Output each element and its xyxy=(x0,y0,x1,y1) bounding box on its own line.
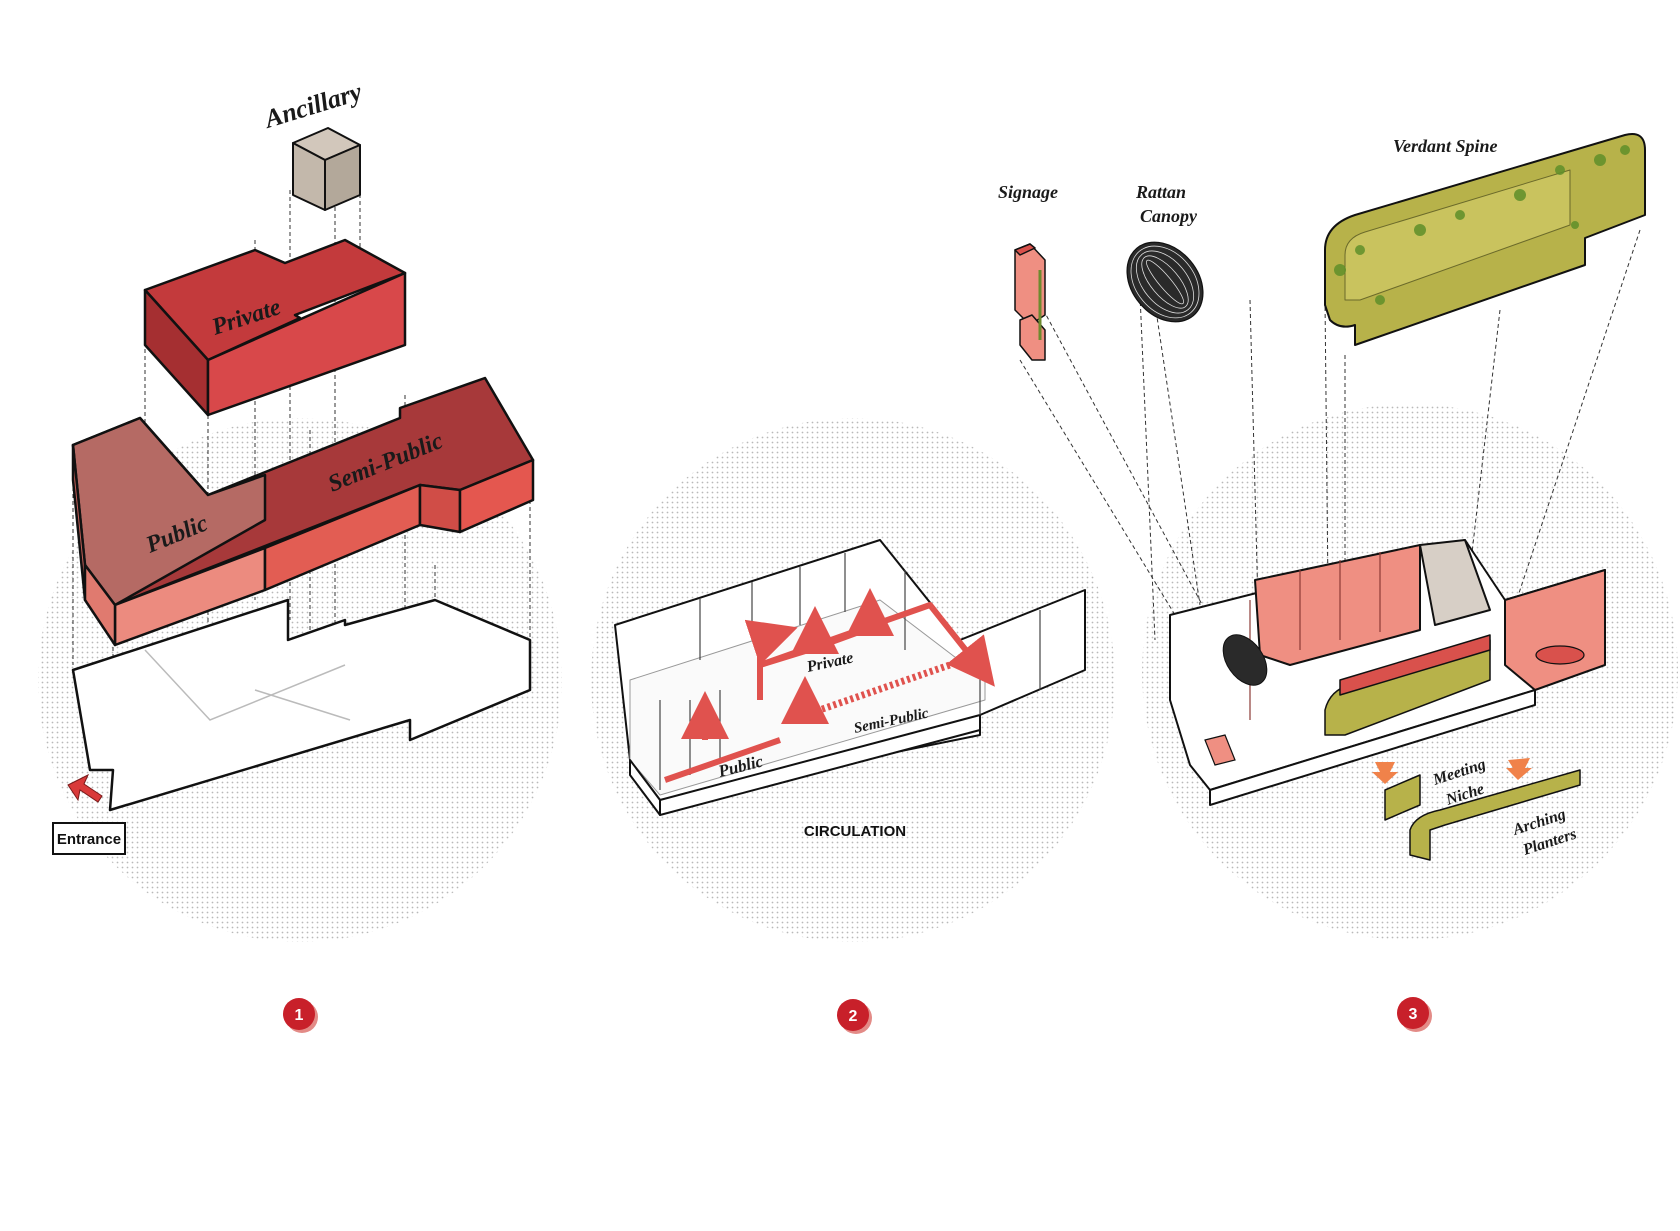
signage-object xyxy=(1014,243,1046,361)
rattan-label-line2: Canopy xyxy=(1140,206,1198,226)
verdant-spine-foliage xyxy=(1334,145,1630,305)
rattan-canopy-object xyxy=(1126,241,1204,323)
arching-planters-object xyxy=(1409,769,1581,861)
signage-label: Signage xyxy=(998,182,1058,202)
entrance-label-box xyxy=(52,822,126,855)
circulation-caption: CIRCULATION xyxy=(804,823,906,840)
table-plan xyxy=(1535,645,1585,665)
panel-3: Signage Rattan Canopy Verdant Spine xyxy=(998,133,1646,861)
badge-1: 1 xyxy=(283,998,318,1033)
down-arrow-icon xyxy=(1506,758,1532,780)
panel-2: Private Semi-Public Public CIRCULATION xyxy=(614,539,1086,840)
badge-3: 3 xyxy=(1397,997,1432,1032)
down-arrow-icon xyxy=(1372,762,1398,784)
orange-arrows xyxy=(1372,758,1532,784)
interior-building xyxy=(1169,539,1606,806)
spine-plan xyxy=(1324,634,1491,736)
circulation-dashed-path xyxy=(803,654,972,719)
entrance-label: Entrance xyxy=(57,831,121,848)
badge-2: 2 xyxy=(837,999,872,1034)
rattan-label-line1: Rattan xyxy=(1135,182,1186,202)
panel-1: Ancillary Private Semi-Public Public xyxy=(52,77,535,855)
floor-plan-inner-lines-1 xyxy=(144,649,351,721)
verdant-spine-object xyxy=(1324,133,1646,346)
ancillary-block xyxy=(292,127,361,211)
badge-2-number: 2 xyxy=(849,1008,858,1025)
ancillary-label: Ancillary xyxy=(259,77,365,135)
private-block xyxy=(143,238,407,417)
sign-plan xyxy=(1204,734,1236,766)
zoning-block xyxy=(71,376,535,647)
entrance-arrow-icon xyxy=(67,773,103,803)
rattan-canopy-plan xyxy=(1222,634,1268,686)
verdant-spine-label: Verdant Spine xyxy=(1393,136,1498,156)
meeting-niche-object xyxy=(1384,774,1421,821)
circulation-arrows xyxy=(664,588,995,783)
badge-3-number: 3 xyxy=(1409,1006,1418,1023)
badge-1-number: 1 xyxy=(295,1007,304,1024)
